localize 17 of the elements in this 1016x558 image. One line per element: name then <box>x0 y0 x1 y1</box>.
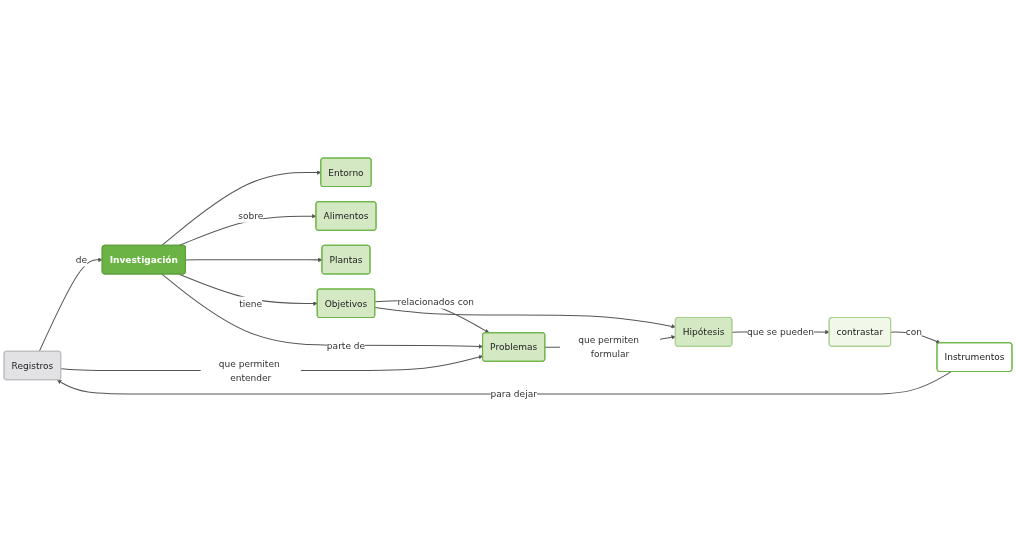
edge-label: para dejar <box>490 388 537 399</box>
arrow <box>185 257 323 262</box>
edge-label: sobre <box>238 210 264 221</box>
edge-label: relacionados con <box>397 296 474 307</box>
arrow <box>57 370 952 395</box>
edge-label: que permiten entender <box>218 358 280 383</box>
arrow <box>890 331 941 344</box>
arrow <box>374 306 676 329</box>
edge-label: con <box>905 326 922 337</box>
arrow <box>38 257 103 352</box>
edge-label: que permiten formular <box>578 334 640 359</box>
arrow <box>161 273 484 349</box>
edge-label: de <box>75 253 88 265</box>
arrow <box>178 273 318 306</box>
edge-label: tiene <box>239 297 263 309</box>
edge-label: parte de <box>326 339 366 351</box>
edge-label: que se pueden <box>746 326 815 337</box>
